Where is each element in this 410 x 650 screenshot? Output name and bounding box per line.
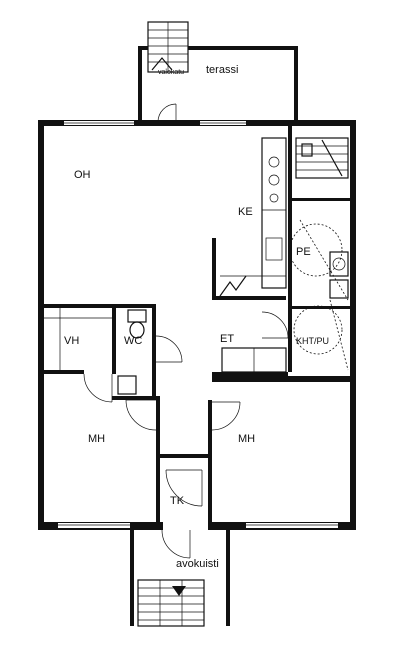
label-laundry: PE: [296, 246, 311, 258]
label-toilet: WC: [124, 335, 142, 347]
kitchen-lower-cabinets: [212, 238, 286, 300]
label-balcony: avokuisti: [176, 558, 219, 570]
laundry-turning-circle: [289, 223, 343, 277]
label-hall: ET: [220, 333, 234, 345]
closet-door: [83, 373, 113, 403]
sauna-bench: [295, 137, 349, 179]
bottom-stairs: [137, 579, 205, 627]
label-living-room: OH: [74, 169, 91, 181]
label-storage: TK: [170, 495, 185, 507]
bedroom-walls: [44, 370, 350, 526]
sauna-wall: [292, 198, 350, 201]
terrace: [138, 46, 298, 123]
label-bath-sauna: KHT/PU: [296, 336, 329, 346]
outer-walls: [38, 120, 356, 530]
label-kitchen: KE: [238, 206, 253, 218]
label-terrace: terassi: [206, 64, 238, 76]
balcony: [130, 529, 230, 626]
hall-cabinets: [212, 311, 289, 376]
label-bedroom-left: MH: [88, 433, 105, 445]
laundry-machines: [329, 251, 349, 299]
top-stairs: [147, 21, 189, 73]
wc-fixtures: [117, 304, 183, 400]
label-closet: VH: [64, 335, 79, 347]
shower: [292, 299, 350, 371]
storage-closet: [160, 454, 208, 507]
stair-note: valokatu: [158, 69, 184, 76]
kitchen-counter: [261, 137, 287, 289]
label-bedroom-right: MH: [238, 433, 255, 445]
